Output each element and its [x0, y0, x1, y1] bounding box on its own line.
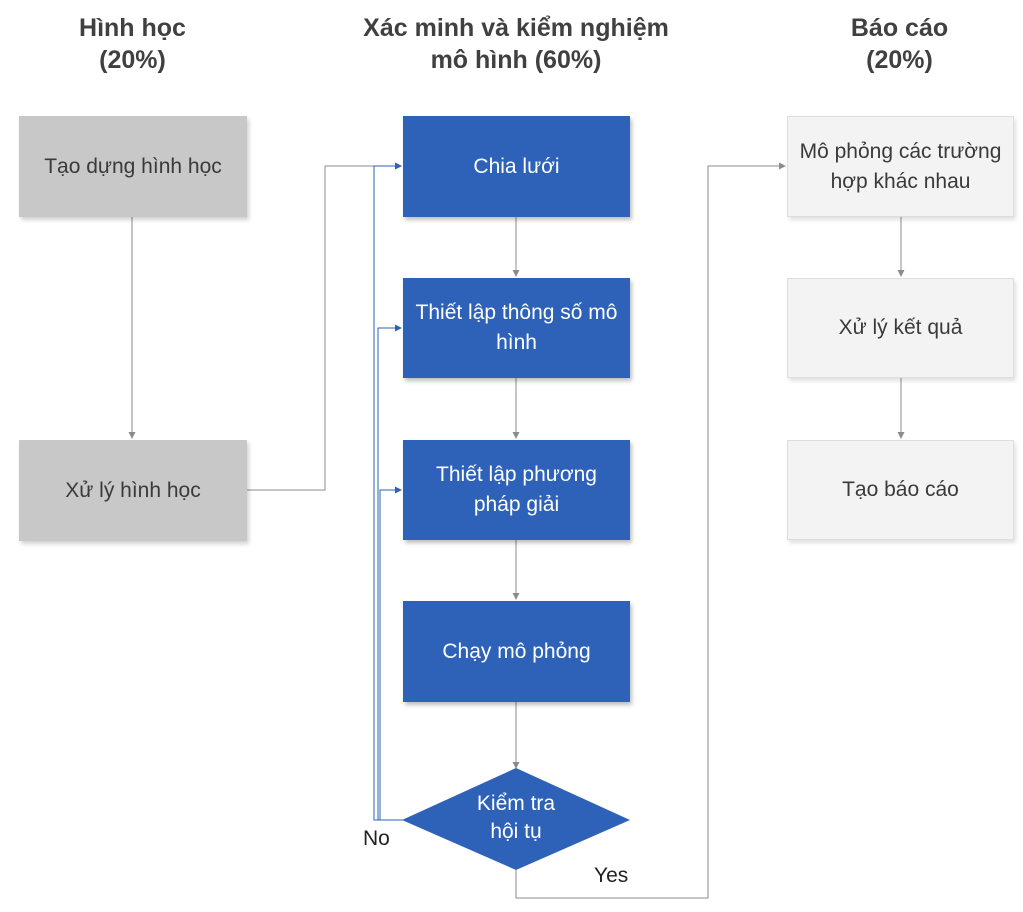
step-model-params: Thiết lập thông số mô hình — [403, 278, 630, 378]
verification-title-line1: Xác minh và kiểm nghiệm — [363, 14, 669, 42]
connector-process-to-mesh — [247, 162, 402, 491]
step-build-geometry: Tạo dựng hình học — [19, 116, 247, 217]
step-build-geometry-label: Tạo dựng hình học — [44, 154, 222, 178]
step-process-results: Xử lý kết quả — [787, 278, 1014, 378]
step-solver-method-label: Thiết lập phương pháp giải — [436, 463, 597, 516]
step-run-simulation-label: Chạy mô phỏng — [442, 639, 591, 663]
step-process-geometry: Xử lý hình học — [19, 440, 247, 541]
geometry-column-title: Hình học (20%) — [30, 12, 235, 76]
connector-no-loop-solver — [379, 486, 403, 821]
step-mesh-label: Chia lưới — [473, 154, 560, 178]
convergence-check-line2: hội tụ — [490, 820, 542, 843]
step-mesh: Chia lưới — [403, 116, 630, 217]
verification-title-line2: mô hình (60%) — [430, 46, 602, 74]
verification-column-title: Xác minh và kiểm nghiệm mô hình (60%) — [320, 12, 712, 76]
step-create-report: Tạo báo cáo — [787, 440, 1014, 540]
step-process-results-label: Xử lý kết quả — [838, 316, 963, 339]
convergence-check-diamond — [402, 768, 630, 870]
step-simulate-cases-label: Mô phỏng các trường hợp khác nhau — [799, 139, 1002, 193]
convergence-check-label: Kiểm tra hội tụ — [446, 790, 586, 846]
connector-yes-to-report — [515, 162, 786, 899]
edge-label-yes: Yes — [594, 864, 629, 887]
step-model-params-label: Thiết lập thông số mô hình — [415, 301, 618, 354]
convergence-check-line1: Kiểm tra — [476, 792, 556, 815]
connector-no-loop-params — [377, 324, 403, 821]
step-solver-method: Thiết lập phương pháp giải — [403, 440, 630, 540]
geometry-title-line1: Hình học — [79, 14, 186, 42]
step-simulate-cases: Mô phỏng các trường hợp khác nhau — [787, 116, 1014, 217]
edge-label-no: No — [363, 827, 390, 850]
report-column-title: Báo cáo (20%) — [787, 12, 1012, 76]
report-title-line1: Báo cáo — [850, 14, 949, 42]
step-process-geometry-label: Xử lý hình học — [65, 478, 201, 502]
step-create-report-label: Tạo báo cáo — [842, 478, 959, 501]
geometry-title-line2: (20%) — [99, 46, 166, 74]
step-run-simulation: Chạy mô phỏng — [403, 601, 630, 702]
report-title-line2: (20%) — [866, 46, 933, 74]
